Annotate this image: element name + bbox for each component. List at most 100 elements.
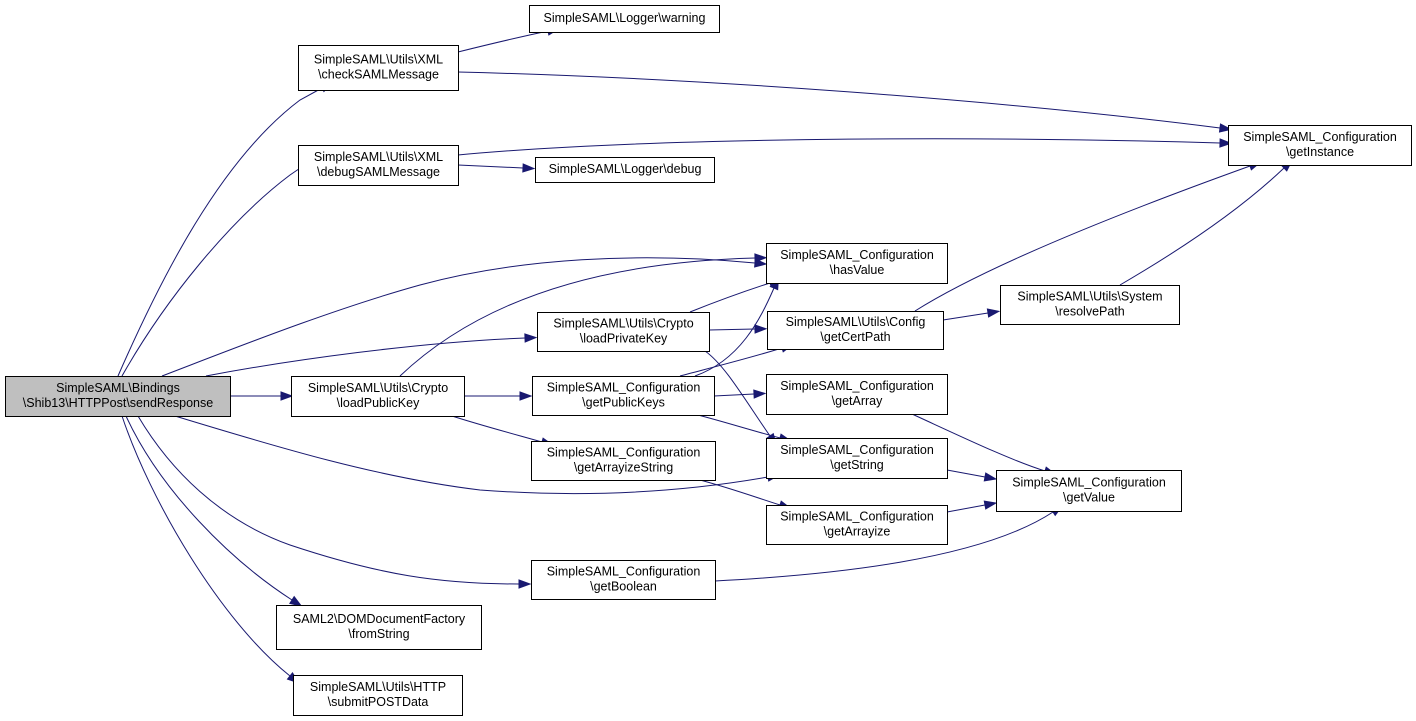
node-box[interactable] bbox=[766, 438, 948, 479]
node-label-line: SimpleSAML\Utils\XML bbox=[314, 150, 443, 164]
edge-line bbox=[457, 164, 524, 169]
arrowhead-icon bbox=[753, 389, 767, 399]
edge-line bbox=[121, 415, 291, 677]
edge-line bbox=[946, 504, 986, 513]
edge-root-to-getBoolean bbox=[137, 415, 532, 589]
edge-getPublicKeys-to-getArray bbox=[713, 389, 767, 399]
node-box[interactable] bbox=[767, 311, 944, 350]
node-box[interactable] bbox=[1228, 125, 1412, 166]
edge-line bbox=[689, 282, 771, 313]
node-box[interactable] bbox=[298, 145, 459, 186]
edge-line bbox=[1119, 167, 1285, 286]
node-getArrayizeString[interactable]: SimpleSAML_Configuration\getArrayizeStri… bbox=[531, 441, 716, 481]
edge-line bbox=[457, 71, 1221, 129]
arrowhead-icon bbox=[280, 391, 294, 401]
node-label-line: SimpleSAML\Utils\HTTP bbox=[310, 680, 446, 694]
node-label-line: \hasValue bbox=[830, 263, 885, 277]
edge-loadPrivateKey-to-getString bbox=[704, 350, 778, 447]
node-label-line: \checkSAMLMessage bbox=[318, 68, 439, 82]
edge-getCertPath-to-resolvePath bbox=[942, 308, 1001, 321]
arrowhead-icon bbox=[983, 500, 998, 510]
node-warning[interactable]: SimpleSAML\Logger\warning bbox=[529, 5, 720, 33]
node-label-line: SimpleSAML\Logger\debug bbox=[549, 162, 702, 176]
arrowhead-icon bbox=[983, 472, 998, 482]
node-getValue[interactable]: SimpleSAML_Configuration\getValue bbox=[996, 470, 1182, 512]
edge-root-to-checkSAMLMessage bbox=[117, 82, 333, 377]
node-box[interactable] bbox=[532, 376, 715, 416]
node-getInstance[interactable]: SimpleSAML_Configuration\getInstance bbox=[1228, 125, 1412, 166]
edge-line bbox=[457, 30, 549, 53]
node-box[interactable] bbox=[293, 675, 463, 716]
node-box[interactable] bbox=[766, 505, 948, 545]
edges-layer bbox=[117, 26, 1294, 684]
node-root[interactable]: SimpleSAML\Bindings\Shib13\HTTPPost\send… bbox=[5, 376, 231, 417]
node-label-line: \getArray bbox=[832, 394, 883, 408]
edge-root-to-debugSAMLMessage bbox=[121, 152, 323, 377]
node-box[interactable] bbox=[298, 45, 459, 91]
node-box[interactable] bbox=[1000, 285, 1180, 325]
node-label-line: \getCertPath bbox=[820, 330, 890, 344]
node-label-line: SimpleSAML\Utils\Crypto bbox=[553, 317, 693, 331]
edge-line bbox=[911, 413, 1046, 472]
node-loadPublicKey[interactable]: SimpleSAML\Utils\Crypto\loadPublicKey bbox=[291, 376, 465, 417]
edge-root-to-fromString bbox=[125, 415, 303, 607]
node-box[interactable] bbox=[996, 470, 1182, 512]
node-getCertPath[interactable]: SimpleSAML\Utils\Config\getCertPath bbox=[767, 311, 944, 350]
edge-root-to-loadPrivateKey bbox=[205, 333, 538, 377]
arrowhead-icon bbox=[518, 579, 532, 589]
edge-line bbox=[699, 479, 781, 506]
node-label-line: SimpleSAML_Configuration bbox=[780, 443, 934, 457]
node-box[interactable] bbox=[531, 441, 716, 481]
edge-line bbox=[679, 347, 783, 377]
node-debugSAMLMessage[interactable]: SimpleSAML\Utils\XML\debugSAMLMessage bbox=[298, 145, 459, 186]
edge-line bbox=[451, 415, 543, 443]
node-getArrayize[interactable]: SimpleSAML_Configuration\getArrayize bbox=[766, 505, 948, 545]
node-label-line: SimpleSAML\Utils\Config bbox=[786, 315, 926, 329]
edge-line bbox=[137, 415, 520, 585]
node-label-line: \loadPrivateKey bbox=[580, 332, 668, 346]
node-loadPrivateKey[interactable]: SimpleSAML\Utils\Crypto\loadPrivateKey bbox=[537, 312, 710, 352]
node-label-line: \getBoolean bbox=[590, 580, 657, 594]
edge-getPublicKeys-to-getString bbox=[697, 414, 793, 443]
node-box[interactable] bbox=[766, 243, 948, 284]
node-box[interactable] bbox=[535, 157, 715, 183]
node-box[interactable] bbox=[529, 5, 720, 33]
node-getArray[interactable]: SimpleSAML_Configuration\getArray bbox=[766, 374, 948, 415]
edge-line bbox=[914, 165, 1251, 312]
node-label-line: SimpleSAML_Configuration bbox=[547, 446, 701, 460]
node-label-line: SimpleSAML\Utils\XML bbox=[314, 53, 443, 67]
node-box[interactable] bbox=[766, 374, 948, 415]
node-label-line: SimpleSAML_Configuration bbox=[1243, 130, 1397, 144]
node-getString[interactable]: SimpleSAML_Configuration\getString bbox=[766, 438, 948, 479]
node-label-line: SimpleSAML_Configuration bbox=[547, 565, 701, 579]
node-getBoolean[interactable]: SimpleSAML_Configuration\getBoolean bbox=[531, 560, 716, 600]
node-box[interactable] bbox=[5, 376, 231, 417]
node-label-line: \getPublicKeys bbox=[582, 396, 665, 410]
node-label-line: SimpleSAML\Utils\System bbox=[1017, 290, 1162, 304]
edge-line bbox=[694, 287, 775, 377]
node-fromString[interactable]: SAML2\DOMDocumentFactory\fromString bbox=[276, 605, 482, 650]
node-resolvePath[interactable]: SimpleSAML\Utils\System\resolvePath bbox=[1000, 285, 1180, 325]
node-label-line: SimpleSAML_Configuration bbox=[780, 379, 934, 393]
node-label-line: \getArrayize bbox=[824, 525, 891, 539]
edge-loadPublicKey-to-hasValue bbox=[399, 253, 768, 377]
node-box[interactable] bbox=[291, 376, 465, 417]
node-label-line: SAML2\DOMDocumentFactory bbox=[293, 612, 466, 626]
node-checkSAMLMessage[interactable]: SimpleSAML\Utils\XML\checkSAMLMessage bbox=[298, 45, 459, 91]
edge-line bbox=[205, 337, 526, 377]
edge-line bbox=[125, 415, 293, 601]
node-box[interactable] bbox=[531, 560, 716, 600]
node-debug[interactable]: SimpleSAML\Logger\debug bbox=[535, 157, 715, 183]
edge-root-to-loadPublicKey bbox=[230, 391, 294, 401]
arrowhead-icon bbox=[986, 308, 1001, 318]
edge-loadPublicKey-to-getPublicKeys bbox=[464, 391, 533, 401]
node-hasValue[interactable]: SimpleSAML_Configuration\hasValue bbox=[766, 243, 948, 284]
node-getPublicKeys[interactable]: SimpleSAML_Configuration\getPublicKeys bbox=[532, 376, 715, 416]
node-box[interactable] bbox=[537, 312, 710, 352]
node-submitPOSTData[interactable]: SimpleSAML\Utils\HTTP\submitPOSTData bbox=[293, 675, 463, 716]
edge-line bbox=[714, 511, 1054, 582]
edge-getString-to-getValue bbox=[946, 469, 998, 482]
node-box[interactable] bbox=[276, 605, 482, 650]
edge-line bbox=[121, 159, 313, 377]
edge-line bbox=[708, 328, 756, 331]
